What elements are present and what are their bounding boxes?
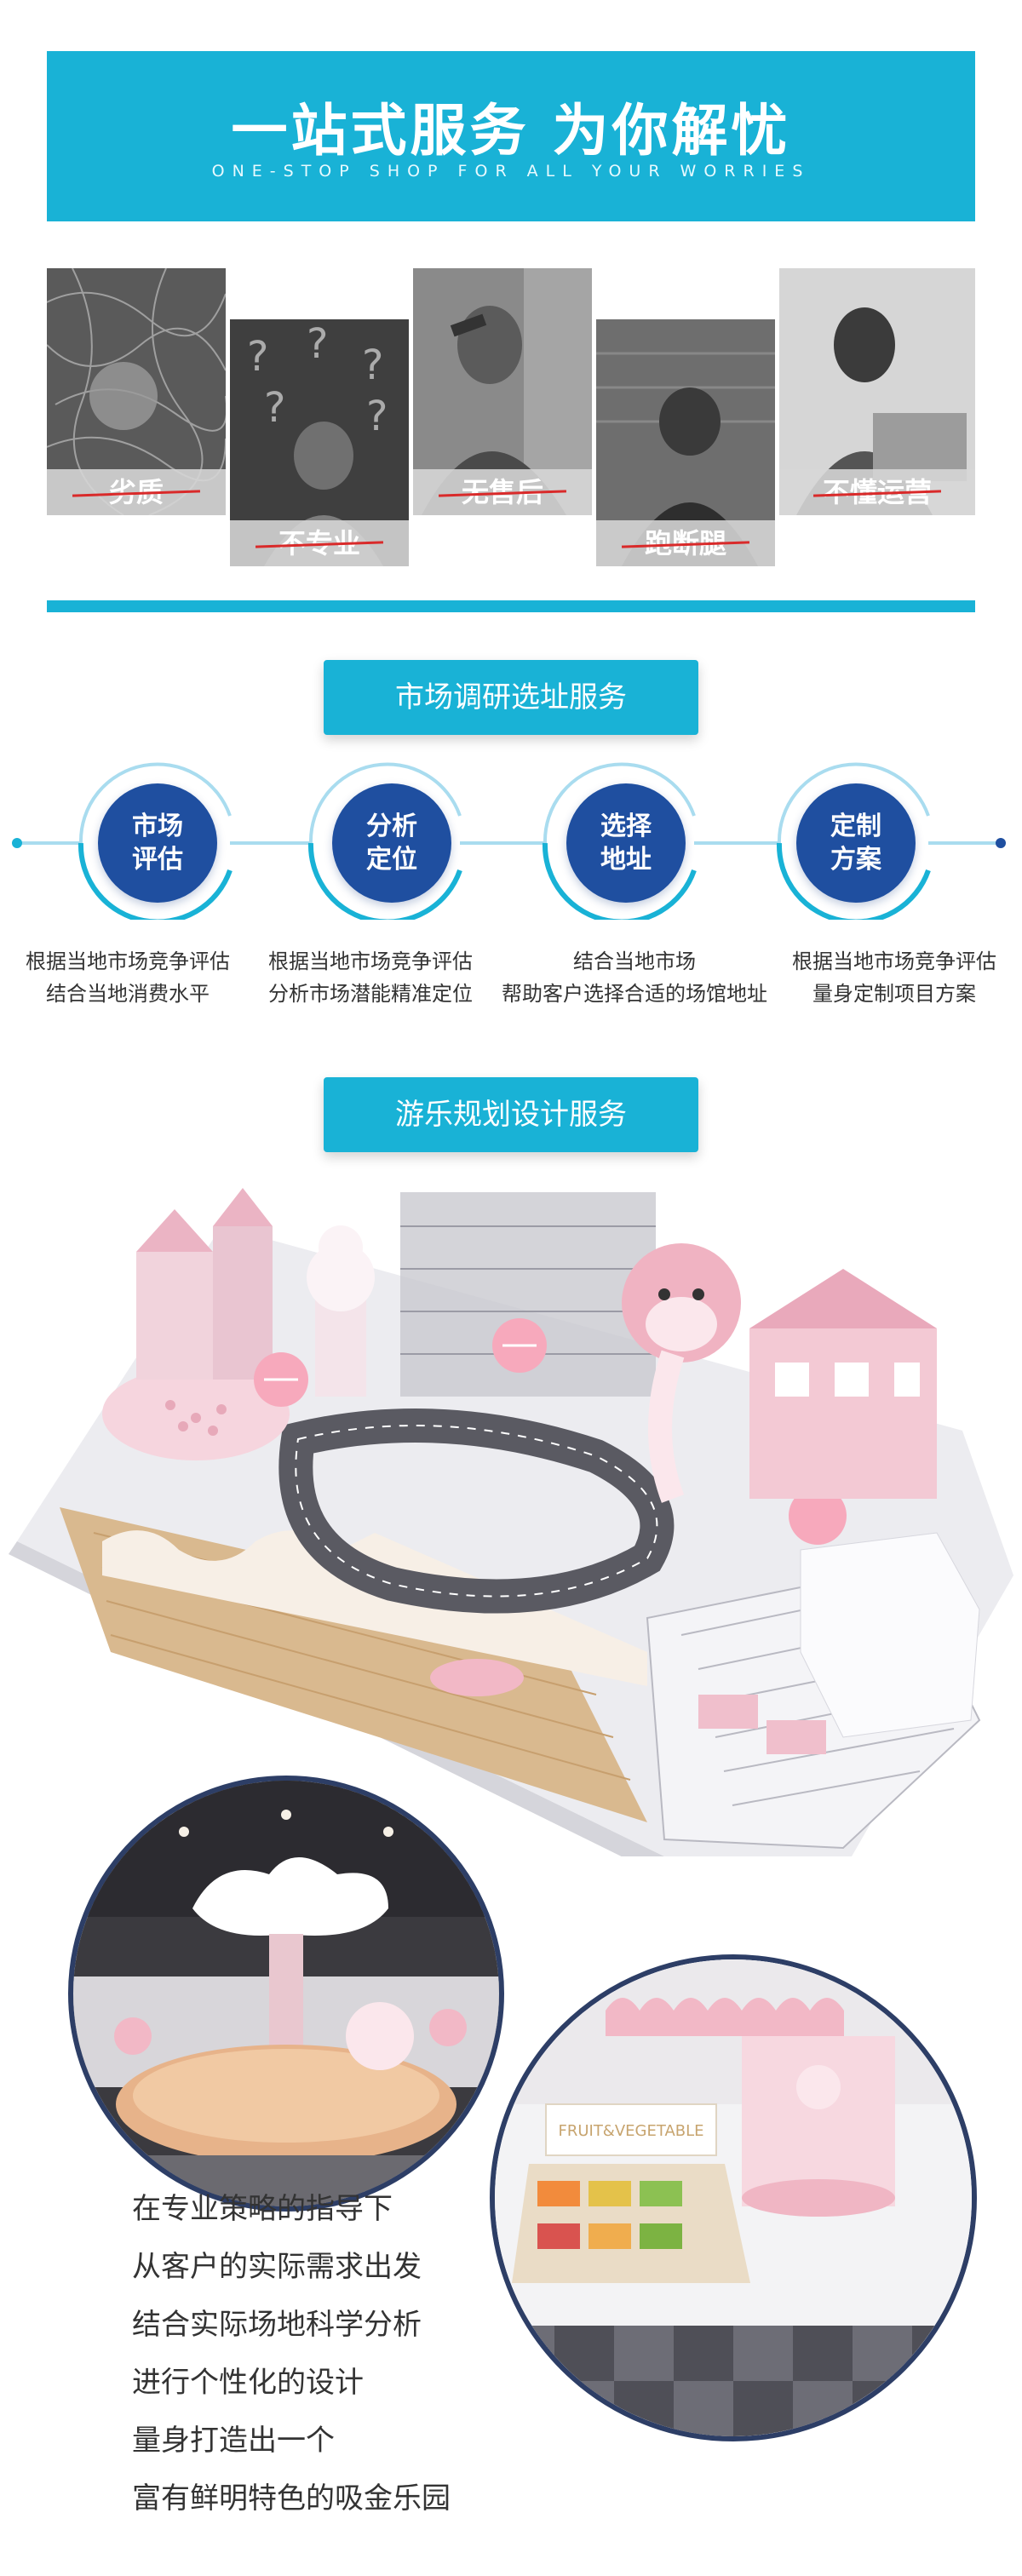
shop-sign: FRUIT&VEGETABLE [558, 2122, 703, 2140]
problem-photo-4: 跑断腿 [596, 319, 775, 566]
problem-photo-2: ????? 不专业 [230, 319, 409, 566]
intro-line: 从客户的实际需求出发 [132, 2250, 422, 2284]
svg-text:?: ? [264, 384, 285, 432]
problem-label-1: 劣质 [47, 469, 226, 515]
step-name-line2: 定位 [366, 845, 417, 875]
step-name-line2: 方案 [830, 845, 881, 875]
desc-line: 结合当地消费水平 [46, 982, 210, 1006]
step-market-eval: 市场 评估 [98, 783, 217, 903]
step-name-line2: 评估 [132, 845, 183, 875]
step-desc-3: 结合当地市场 帮助客户选择合适的场馆地址 [494, 945, 775, 1010]
divider-bar [47, 600, 975, 612]
step-custom-plan: 定制 方案 [796, 783, 916, 903]
desc-line: 根据当地市场竞争评估 [268, 950, 473, 973]
problem-photo-1: 劣质 [47, 268, 226, 515]
render-circle-fruit-shop: FRUIT&VEGETABLE [490, 1954, 977, 2441]
svg-text:?: ? [247, 333, 268, 381]
banner-title: 一站式服务 为你解忧 [231, 98, 791, 164]
steps-connector [12, 762, 1006, 920]
problem-label-3: 无售后 [413, 469, 592, 515]
problem-label-4: 跑断腿 [596, 520, 775, 566]
desc-line: 根据当地市场竞争评估 [792, 950, 996, 973]
render-circle-carousel [68, 1776, 504, 2212]
step-name-line1: 定制 [830, 812, 881, 841]
problem-photo-3: 无售后 [413, 268, 592, 515]
step-name-line2: 地址 [600, 845, 652, 875]
desc-line: 分析市场潜能精准定位 [268, 982, 473, 1006]
playground-3d-render [0, 1175, 1022, 1869]
intro-line: 在专业策略的指导下 [132, 2192, 393, 2226]
step-name-line1: 选择 [600, 812, 652, 841]
step-desc-1: 根据当地市场竞争评估 结合当地消费水平 [9, 945, 247, 1010]
problem-label-2: 不专业 [230, 520, 409, 566]
intro-line: 量身打造出一个 [132, 2424, 335, 2458]
step-analysis: 分析 定位 [332, 783, 451, 903]
market-section-title: 市场调研选址服务 [324, 660, 698, 735]
desc-line: 帮助客户选择合适的场馆地址 [502, 982, 767, 1006]
banner-subtitle: ONE-STOP SHOP FOR ALL YOUR WORRIES [211, 162, 811, 181]
step-name-line1: 市场 [132, 812, 183, 841]
svg-text:?: ? [366, 393, 388, 440]
intro-text: 在专业策略的指导下 从客户的实际需求出发 结合实际场地科学分析 进行个性化的设计… [132, 2180, 524, 2527]
top-banner: 一站式服务 为你解忧 ONE-STOP SHOP FOR ALL YOUR WO… [47, 51, 975, 221]
intro-line: 结合实际场地科学分析 [132, 2308, 422, 2342]
intro-line: 富有鲜明特色的吸金乐园 [132, 2481, 451, 2516]
step-desc-2: 根据当地市场竞争评估 分析市场潜能精准定位 [256, 945, 485, 1010]
intro-line: 进行个性化的设计 [132, 2366, 364, 2400]
design-section-title: 游乐规划设计服务 [324, 1077, 698, 1152]
svg-text:?: ? [307, 320, 328, 368]
desc-line: 结合当地市场 [573, 950, 696, 973]
problem-label-5: 不懂运营 [779, 469, 975, 515]
step-name-line1: 分析 [366, 812, 417, 841]
desc-line: 量身定制项目方案 [812, 982, 976, 1006]
svg-text:?: ? [362, 341, 383, 389]
step-location: 选择 地址 [566, 783, 686, 903]
step-desc-4: 根据当地市场竞争评估 量身定制项目方案 [779, 945, 1009, 1010]
problem-photo-5: 不懂运营 [779, 268, 975, 515]
desc-line: 根据当地市场竞争评估 [26, 950, 230, 973]
